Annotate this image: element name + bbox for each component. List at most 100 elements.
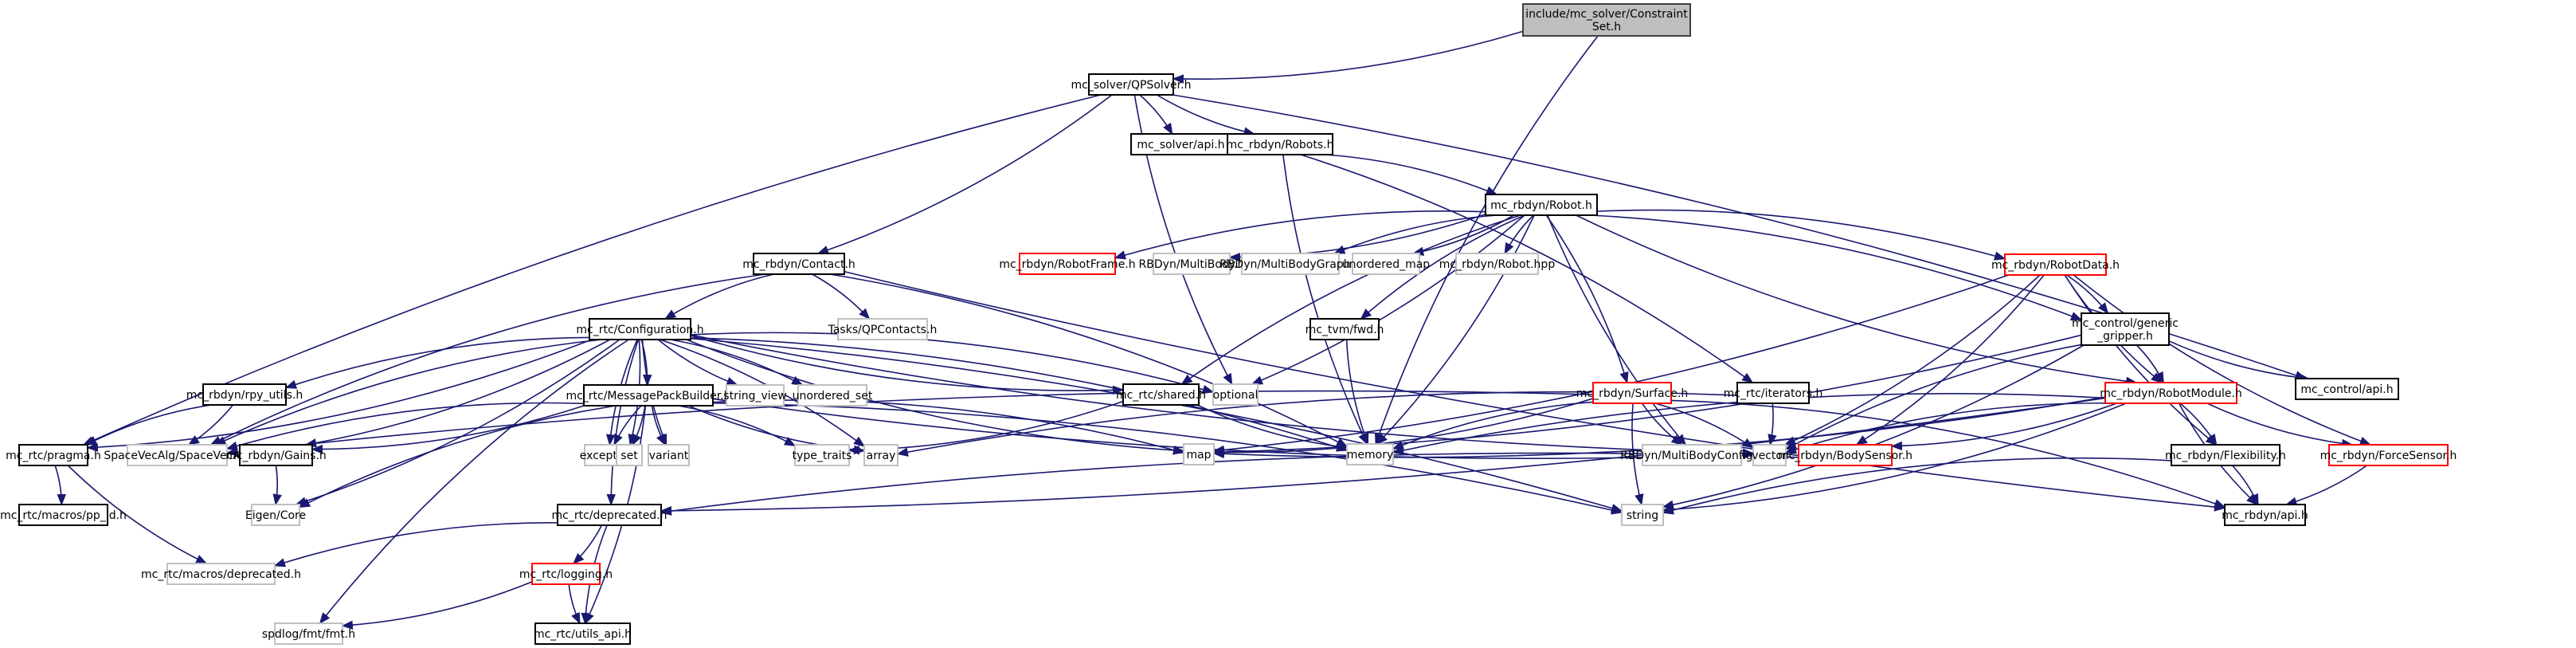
- edge-qpsolver-to-pragma: [82, 94, 1102, 446]
- node-macros_deprecated: mc_rtc/macros/deprecated.h: [141, 563, 301, 585]
- node-robotframe[interactable]: mc_rbdyn/RobotFrame.h: [999, 253, 1136, 275]
- edge-deprecated-to-macros_deprecated: [273, 522, 558, 567]
- node-surface[interactable]: mc_rbdyn/Surface.h: [1576, 382, 1688, 404]
- node-iterators-box: [1736, 382, 1810, 404]
- node-tvm_fwd-box: [1310, 318, 1380, 340]
- edges-layer: [54, 30, 2372, 630]
- edge-robotmodule-to-string: [1662, 403, 2127, 514]
- node-rbdyn_api[interactable]: mc_rbdyn/api.h: [2222, 504, 2308, 526]
- node-multibody-box: [1153, 253, 1231, 275]
- edge-rpy_utils-to-spacevecalg: [187, 404, 234, 446]
- node-generic_gripper[interactable]: mc_control/generic_gripper.h: [2072, 312, 2179, 346]
- edge-msgpack-to-type_traits: [678, 405, 797, 447]
- node-multibody: RBDyn/MultiBody.h: [1139, 253, 1244, 275]
- edge-tvm_fwd-to-memory: [1345, 339, 1369, 446]
- node-shared-box: [1122, 383, 1200, 406]
- node-optional-box: [1212, 383, 1259, 406]
- node-robot_hpp-label: mc_rbdyn/Robot.hpp: [1439, 258, 1556, 271]
- edge-configuration-to-gains: [304, 339, 611, 448]
- edge-robotdata-to-forcesensor: [2073, 274, 2372, 446]
- edge-qpsolver-to-solver_api: [1139, 94, 1173, 135]
- edge-logging-to-fmt: [341, 581, 533, 630]
- edge-robot-to-robot_hpp: [1504, 214, 1534, 255]
- node-pp_id-label: mc_rtc/macros/pp_id.h: [0, 509, 127, 522]
- node-robotmodule[interactable]: mc_rbdyn/RobotModule.h: [2100, 382, 2242, 404]
- node-qpsolver[interactable]: mc_solver/QPSolver.h: [1071, 73, 1192, 96]
- node-deprecated[interactable]: mc_rtc/deprecated.h: [551, 504, 667, 526]
- edge-rpy_utils-to-pragma: [84, 404, 213, 446]
- node-string: string: [1621, 504, 1664, 526]
- node-vector-label: vector: [1752, 450, 1787, 462]
- node-set-label: set: [621, 450, 638, 462]
- node-msgpack-label: mc_rtc/MessagePackBuilder.h: [566, 390, 730, 403]
- node-logging[interactable]: mc_rtc/logging.h: [519, 563, 613, 585]
- node-flexibility[interactable]: mc_rbdyn/Flexibility.h: [2165, 444, 2286, 466]
- node-array-box: [863, 444, 898, 466]
- edge-robots-to-iterators: [1300, 154, 1754, 383]
- edge-generic_gripper-to-vector: [1784, 344, 2082, 450]
- node-qpsolver-box: [1088, 73, 1174, 96]
- node-rbdyn_api-label: mc_rbdyn/api.h: [2222, 509, 2308, 522]
- edge-configuration-to-unordered_set: [670, 339, 804, 386]
- node-robots[interactable]: mc_rbdyn/Robots.h: [1227, 133, 1334, 155]
- node-flexibility-label: mc_rbdyn/Flexibility.h: [2165, 450, 2286, 462]
- node-string-label: string: [1627, 509, 1658, 522]
- node-gains[interactable]: mc_rbdyn/Gains.h: [225, 444, 327, 466]
- node-iterators[interactable]: mc_rtc/iterators.h: [1724, 382, 1823, 404]
- edge-msgpack-to-exception: [613, 405, 642, 446]
- node-robotframe-box: [1019, 253, 1116, 275]
- edge-robot-to-robotframe: [1114, 210, 1486, 260]
- node-multibodygraph: RBDyn/MultiBodyGraph.h: [1219, 253, 1361, 275]
- node-msgpack[interactable]: mc_rtc/MessagePackBuilder.h: [566, 384, 731, 406]
- node-robot_hpp-box: [1455, 253, 1539, 275]
- node-eigen_core-label: Eigen/Core: [245, 509, 306, 522]
- node-surface-box: [1592, 382, 1672, 404]
- node-tvm_fwd[interactable]: mc_tvm/fwd.h: [1306, 318, 1384, 340]
- edge-configuration-to-rpy_utils: [284, 336, 590, 389]
- node-qpcontacts-label: Tasks/QPContacts.h: [828, 324, 938, 336]
- node-forcesensor[interactable]: mc_rbdyn/ForceSensor.h: [2320, 444, 2457, 466]
- node-shared[interactable]: mc_rtc/shared.h: [1116, 383, 1206, 406]
- edge-gains-to-eigen_core: [272, 465, 282, 506]
- node-control_api[interactable]: mc_control/api.h: [2295, 378, 2399, 400]
- node-robotdata-box: [2004, 253, 2107, 276]
- edge-configuration-to-eigen_core: [295, 339, 621, 506]
- edge-contact-to-configuration: [664, 273, 774, 320]
- edge-configuration-to-vector: [690, 334, 1755, 458]
- node-control_api-box: [2295, 378, 2399, 400]
- node-variant-label: variant: [649, 450, 689, 462]
- node-robotdata[interactable]: mc_rbdyn/RobotData.h: [1991, 253, 2120, 276]
- edge-constraintset-to-qpsolver: [1172, 30, 1524, 84]
- edge-contact-to-rbdyn_api: [844, 270, 2226, 512]
- node-rpy_utils[interactable]: mc_rbdyn/rpy_utils.h: [186, 383, 303, 406]
- node-solver_api[interactable]: mc_solver/api.h: [1130, 133, 1231, 155]
- node-vector: vector: [1752, 444, 1787, 466]
- edge-configuration-to-map: [686, 339, 1185, 455]
- edge-deprecated-to-logging: [573, 524, 603, 565]
- edge-forcesensor-to-rbdyn_api: [2284, 465, 2368, 506]
- node-gains-label: mc_rbdyn/Gains.h: [225, 450, 327, 462]
- edge-generic_gripper-to-robotmodule: [2136, 344, 2164, 384]
- node-contact[interactable]: mc_rbdyn/Contact.h: [742, 253, 855, 275]
- node-optional: optional: [1212, 383, 1259, 406]
- edge-msgpack-to-variant: [651, 405, 666, 446]
- node-pp_id[interactable]: mc_rtc/macros/pp_id.h: [0, 504, 127, 526]
- node-utils_api[interactable]: mc_rtc/utils_api.h: [534, 622, 632, 645]
- node-constraintset-label: Set.h: [1592, 21, 1621, 33]
- node-robot[interactable]: mc_rbdyn/Robot.h: [1485, 194, 1598, 216]
- edge-robotmodule-to-deprecated: [660, 397, 2106, 516]
- node-fmt-box: [274, 622, 343, 645]
- edge-msgpack-to-gains: [311, 405, 585, 454]
- node-map: map: [1183, 443, 1215, 465]
- edge-robotmodule-to-flexibility: [2179, 403, 2218, 446]
- node-qpsolver-label: mc_solver/QPSolver.h: [1071, 79, 1192, 92]
- node-map-label: map: [1186, 449, 1211, 461]
- node-bodysensor[interactable]: mc_rbdyn/BodySensor.h: [1778, 444, 1912, 466]
- node-fmt: spdlog/fmt/fmt.h: [262, 622, 355, 645]
- node-fmt-label: spdlog/fmt/fmt.h: [262, 628, 355, 641]
- node-configuration[interactable]: mc_rtc/Configuration.h: [576, 318, 704, 340]
- edge-msgpack-to-spacevecalg: [225, 402, 585, 450]
- node-pragma[interactable]: mc_rtc/pragma.h: [6, 444, 101, 466]
- node-flexibility-box: [2171, 444, 2280, 466]
